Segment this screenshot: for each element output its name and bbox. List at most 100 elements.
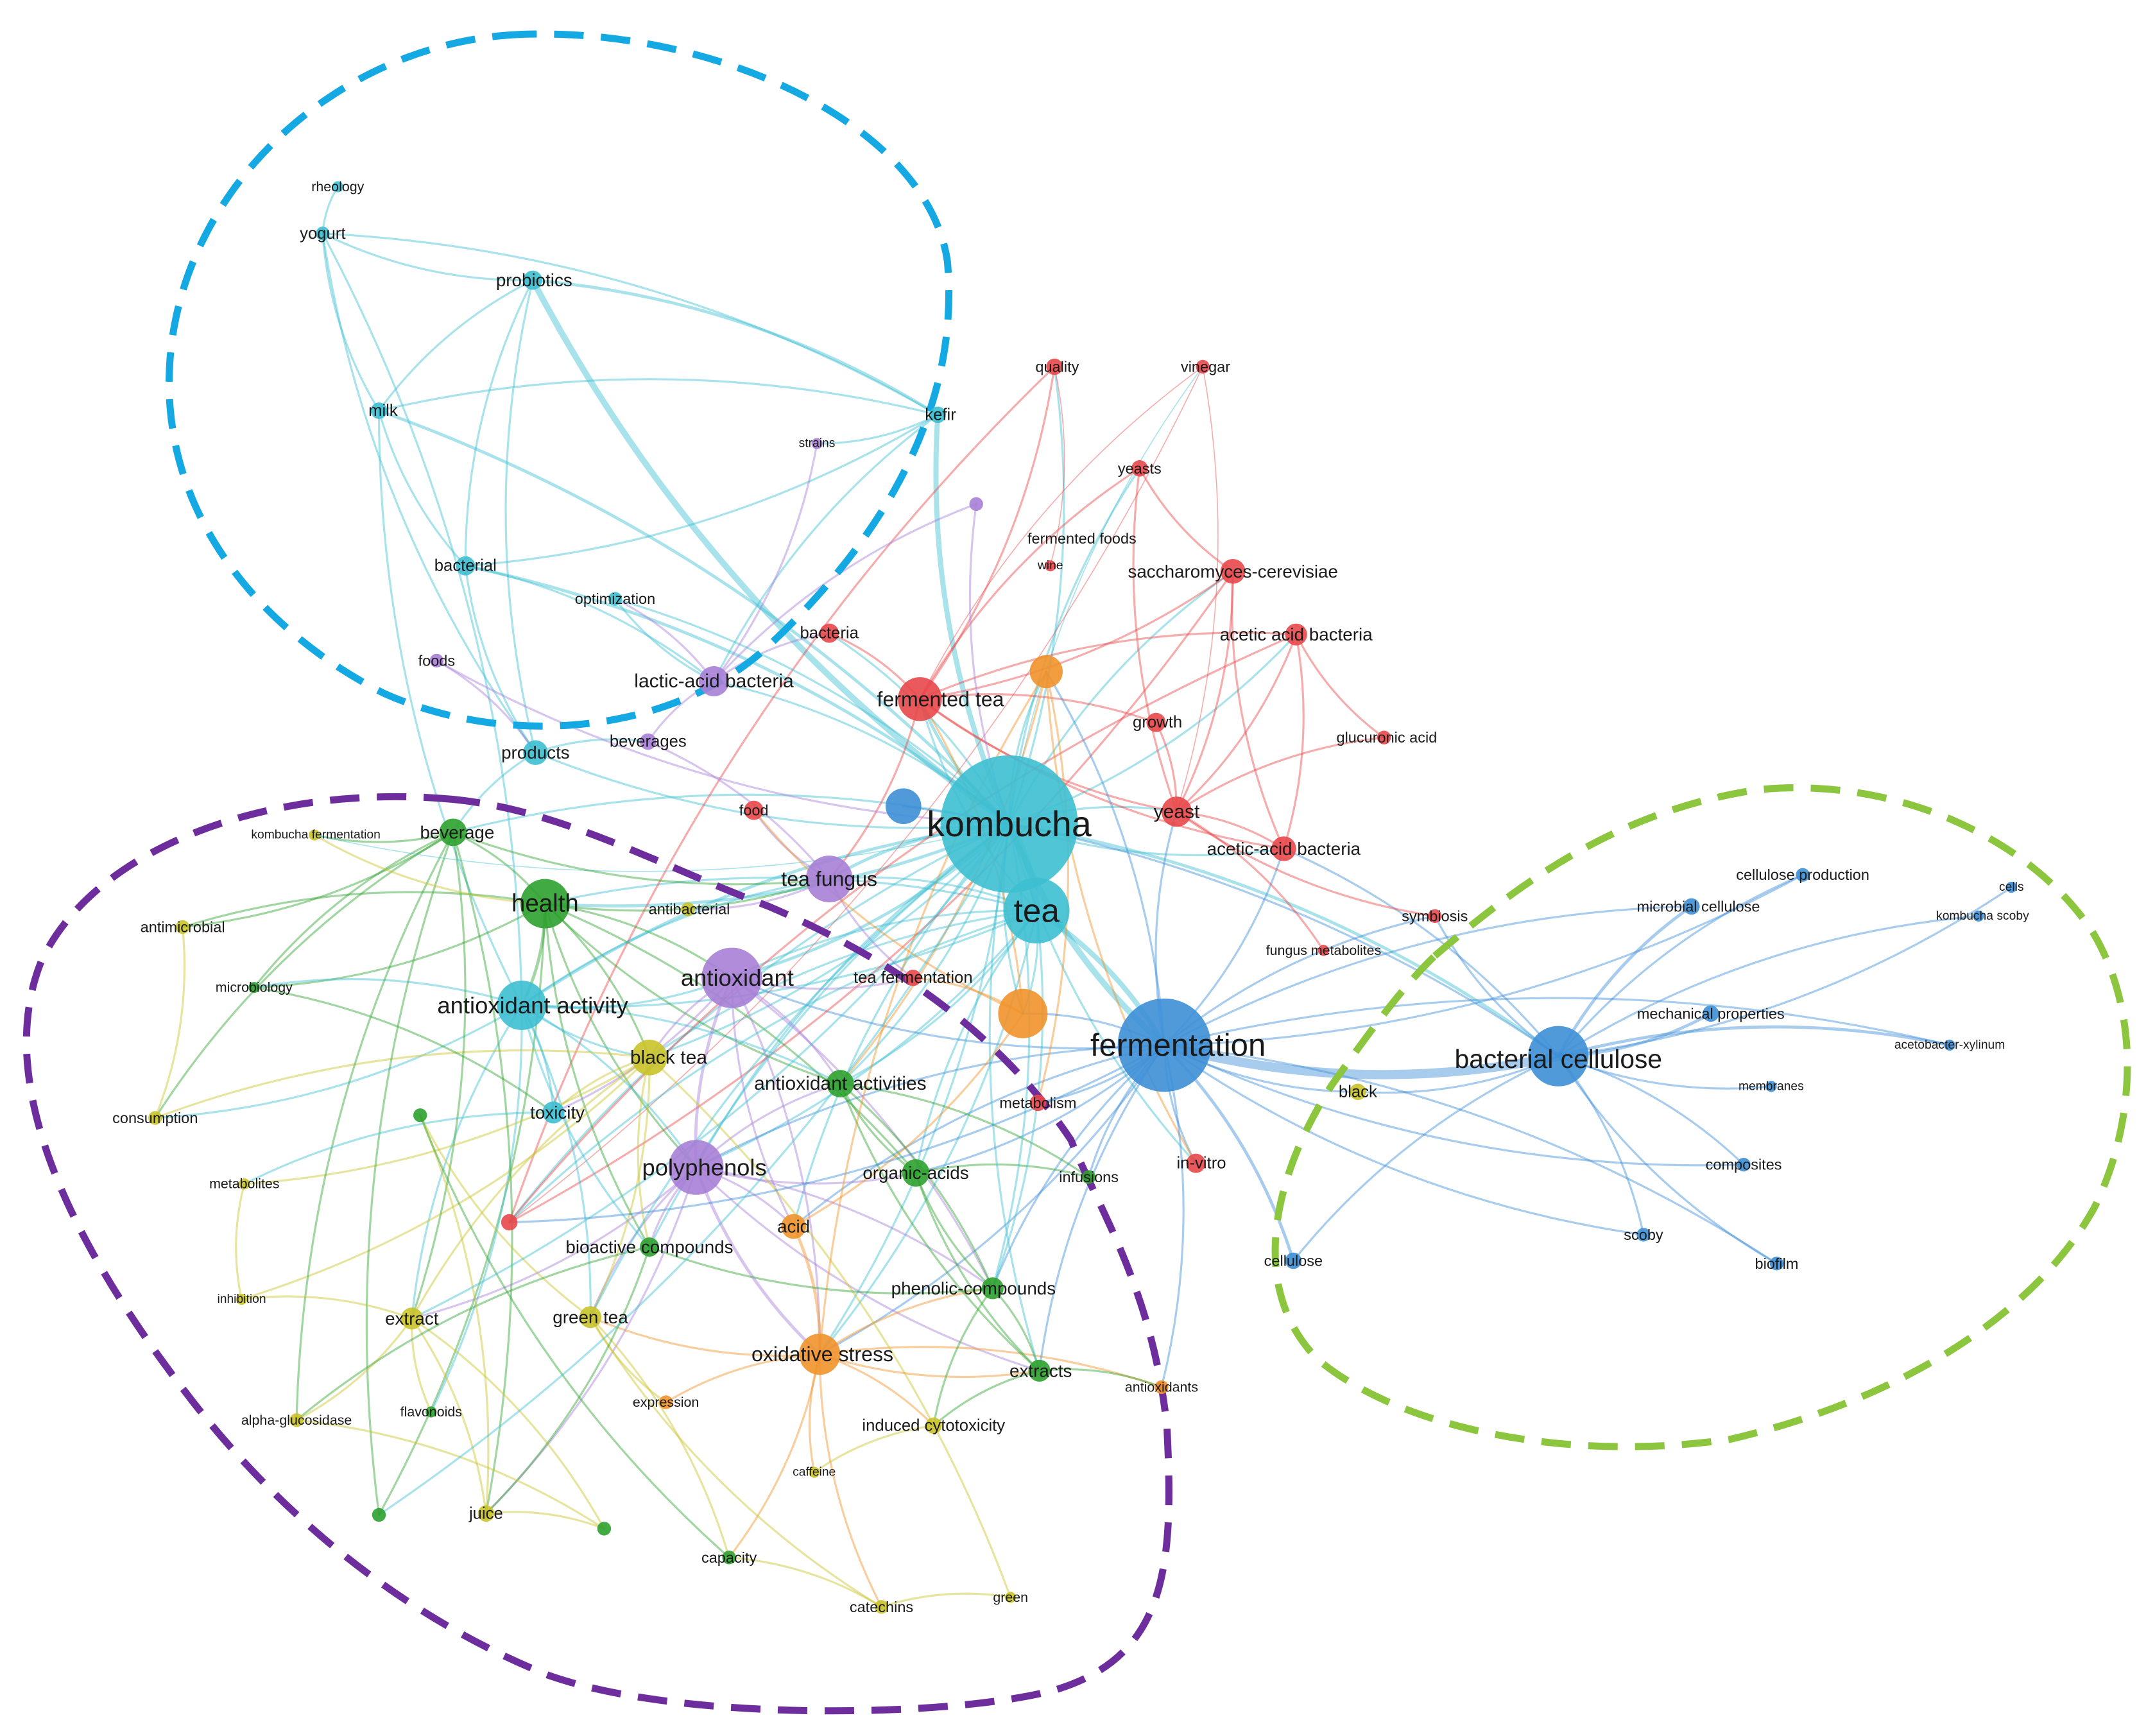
node-fermentation[interactable]: [1117, 998, 1212, 1092]
node-yeast[interactable]: [1162, 796, 1192, 827]
node-acetobacter-xylinum[interactable]: [1944, 1040, 1955, 1051]
node-microbiology[interactable]: [248, 982, 260, 993]
node-vinegar[interactable]: [1196, 359, 1210, 374]
node-metabolites[interactable]: [239, 1178, 250, 1190]
node-bacteria[interactable]: [820, 623, 839, 643]
node-rheology[interactable]: [332, 181, 343, 193]
node-cells[interactable]: [2005, 881, 2017, 893]
node-glucuronic-acid[interactable]: [1377, 730, 1391, 744]
node-black-tea[interactable]: [631, 1040, 667, 1076]
node-bacterial-cellulose[interactable]: [1528, 1026, 1589, 1087]
node-juice[interactable]: [477, 1505, 495, 1522]
node-biofilm[interactable]: [1769, 1257, 1784, 1271]
node-cellulose-production[interactable]: [1796, 868, 1810, 882]
node-infusions[interactable]: [1081, 1170, 1096, 1184]
node-kombucha[interactable]: [940, 755, 1078, 893]
node-mechanical-properties[interactable]: [1703, 1005, 1719, 1022]
node-food[interactable]: [744, 800, 764, 820]
node-unlabeled[interactable]: [413, 1108, 427, 1122]
node-organic-acids[interactable]: [902, 1159, 930, 1187]
node-catechins[interactable]: [874, 1600, 889, 1614]
network-link: [253, 902, 546, 989]
node-tea-fungus[interactable]: [805, 855, 853, 902]
node-unlabeled[interactable]: [372, 1508, 386, 1522]
node-oxidative-stress[interactable]: [799, 1334, 841, 1375]
node-extracts[interactable]: [1028, 1359, 1051, 1382]
node-optimization[interactable]: [608, 592, 622, 606]
node-green[interactable]: [1005, 1592, 1017, 1603]
node-yeasts[interactable]: [1131, 460, 1148, 477]
node-strains[interactable]: [811, 438, 823, 449]
node-polyphenols[interactable]: [668, 1140, 724, 1195]
node-unlabeled[interactable]: [1029, 655, 1063, 689]
network-link: [1175, 633, 1298, 813]
network-link: [411, 1166, 698, 1319]
label-antimicrobial: antimicrobial: [141, 919, 225, 936]
node-nanocomposite[interactable]: [886, 788, 922, 824]
node-membranes[interactable]: [1765, 1081, 1777, 1092]
node-beverages[interactable]: [640, 733, 657, 750]
node-acetic-acid-bacteria[interactable]: [1285, 623, 1307, 646]
node-fermented-foods[interactable]: [969, 497, 983, 511]
node-in-vitro[interactable]: [1186, 1153, 1206, 1173]
label-composites: composites: [1706, 1156, 1782, 1173]
node-expression[interactable]: [658, 1395, 673, 1409]
node-tea[interactable]: [1004, 877, 1070, 944]
node-antimicrobial[interactable]: [175, 920, 190, 934]
node-scoby[interactable]: [1636, 1228, 1651, 1242]
node-antioxidants[interactable]: [1155, 1380, 1169, 1395]
node-foods[interactable]: [429, 653, 444, 668]
node-health[interactable]: [520, 879, 570, 929]
node-flavonoids[interactable]: [425, 1406, 437, 1418]
network-link: [818, 823, 1011, 1355]
node-unlabeled[interactable]: [998, 988, 1048, 1038]
network-link: [1282, 633, 1305, 850]
node-fungus-metabolites[interactable]: [1318, 945, 1330, 956]
node-antibacterial[interactable]: [681, 902, 695, 916]
network-link: [544, 876, 1038, 912]
network-link: [520, 909, 1038, 1008]
green-cluster-outline: [1275, 788, 2127, 1447]
node-acetic-acid-bacteria[interactable]: [1271, 836, 1296, 861]
node-phenolic-compounds[interactable]: [981, 1277, 1004, 1300]
node-tea-fermentation[interactable]: [905, 969, 922, 986]
node-consumption[interactable]: [148, 1111, 162, 1125]
node-metabolism[interactable]: [1029, 1094, 1047, 1112]
node-alpha-glucosidase[interactable]: [289, 1413, 304, 1427]
node-green-tea[interactable]: [579, 1306, 602, 1328]
node-inhibition[interactable]: [236, 1293, 248, 1305]
node-yogurt[interactable]: [316, 227, 330, 241]
node-fermented-tea[interactable]: [898, 677, 942, 721]
node-cellulose[interactable]: [1285, 1252, 1302, 1269]
node-bacterial[interactable]: [456, 556, 476, 576]
node-caffeine[interactable]: [809, 1466, 820, 1478]
node-composites[interactable]: [1737, 1158, 1751, 1172]
node-bioactive-compounds[interactable]: [640, 1237, 659, 1257]
node-products[interactable]: [523, 740, 548, 765]
node-antioxidant-activity[interactable]: [497, 981, 547, 1030]
node-toxicity[interactable]: [542, 1101, 565, 1124]
node-antioxidant[interactable]: [701, 947, 762, 1008]
node-unlabeled[interactable]: [501, 1214, 518, 1231]
node-capacity[interactable]: [722, 1551, 736, 1565]
node-microbial-cellulose[interactable]: [1683, 898, 1700, 915]
node-probiotics[interactable]: [523, 270, 543, 290]
node-quality[interactable]: [1046, 358, 1063, 375]
node-growth[interactable]: [1146, 712, 1166, 732]
node-symbiosis[interactable]: [1428, 909, 1442, 924]
node-black[interactable]: [1350, 1083, 1366, 1101]
node-unlabeled[interactable]: [597, 1522, 612, 1536]
node-kombucha-scoby[interactable]: [1973, 910, 1984, 922]
node-wine[interactable]: [1045, 560, 1056, 572]
node-lactic-acid-bacteria[interactable]: [699, 666, 729, 696]
network-link: [253, 831, 454, 989]
node-antioxidant-activities[interactable]: [827, 1070, 854, 1097]
node-acid[interactable]: [781, 1214, 806, 1239]
node-extract[interactable]: [400, 1307, 423, 1330]
node-milk[interactable]: [370, 402, 388, 419]
node-induced-cytotoxicity[interactable]: [925, 1417, 942, 1434]
node-saccharomyces-cerevisiae[interactable]: [1220, 559, 1246, 584]
node-beverage[interactable]: [439, 818, 467, 847]
node-kombucha-fermentation[interactable]: [309, 829, 320, 841]
node-kefir[interactable]: [929, 406, 947, 424]
